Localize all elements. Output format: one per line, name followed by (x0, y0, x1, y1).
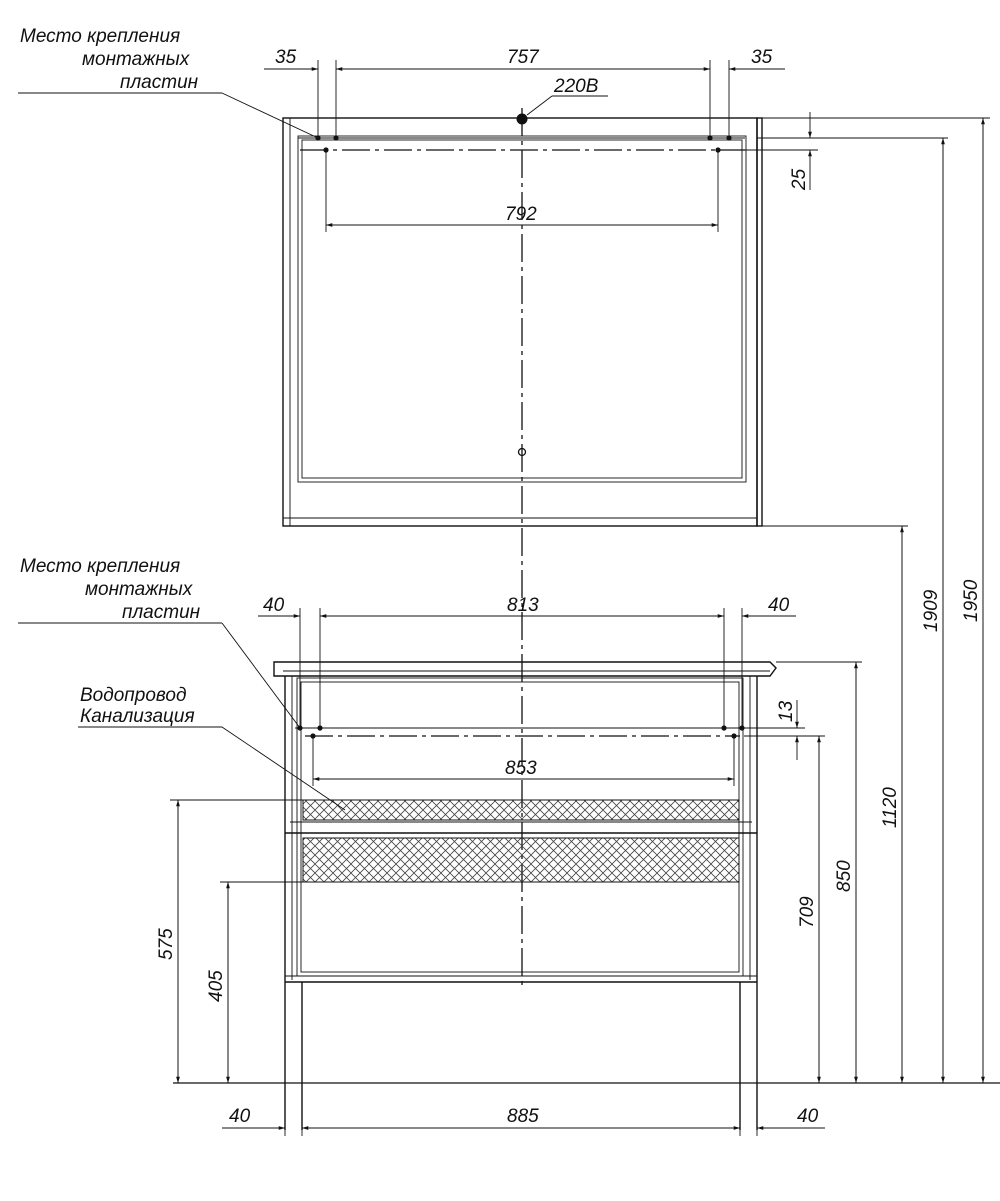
dim-height-total: 1950 (961, 579, 982, 622)
dim-base-left: 40 (229, 1106, 251, 1127)
dim-mirror-mount-drop: 25 (789, 168, 810, 191)
dim-cabinet-left: 40 (263, 595, 285, 616)
callout-mirror-mount: Место крепления монтажных пластин (18, 26, 319, 139)
dim-height-sewer: 405 (206, 970, 227, 1002)
dim-mirror-right: 35 (751, 47, 773, 68)
callout-water: Водопровод (80, 685, 186, 706)
dim-mirror-width: 757 (507, 47, 540, 68)
height-dims-left: 575 405 (156, 799, 303, 1083)
callout-cabinet-mount-line2: монтажных (85, 579, 194, 600)
dim-base-right: 40 (797, 1106, 819, 1127)
callout-mirror-mount-line2: монтажных (82, 49, 191, 70)
dim-mirror-mount-span: 792 (505, 204, 537, 225)
dim-cabinet-width: 813 (507, 595, 539, 616)
power-outlet: 220В (516, 76, 608, 457)
callout-cabinet-mount: Место крепления монтажных пластин (18, 556, 301, 729)
dim-height-mirror-bottom: 1120 (880, 787, 901, 828)
cabinet-mount-points (295, 725, 745, 739)
base-width-dims: 40 885 40 (222, 1083, 825, 1136)
dim-height-water: 575 (156, 928, 177, 960)
callout-cabinet-mount-line3: пластин (122, 602, 201, 623)
dim-cabinet-mount-drop: 13 (776, 700, 797, 722)
mirror-mount-span-dim: 792 (325, 150, 719, 232)
dim-mirror-left: 35 (275, 47, 297, 68)
dim-height-cabinet-top: 850 (834, 860, 855, 892)
dim-height-cabinet-mount: 709 (797, 896, 818, 928)
callout-cabinet-mount-line1: Место крепления (20, 556, 180, 577)
dim-base-width: 885 (507, 1106, 539, 1127)
cabinet (273, 661, 777, 1130)
callout-plumbing: Водопровод Канализация (78, 685, 346, 811)
power-label: 220В (553, 76, 599, 97)
callout-mirror-mount-line3: пластин (120, 72, 199, 93)
mirror-width-dims: 35 757 35 (264, 47, 785, 138)
height-dims-right: 1950 1909 1120 850 709 (762, 117, 990, 1083)
dim-height-mirror-mount: 1909 (921, 589, 942, 632)
callout-mirror-mount-line1: Место крепления (20, 26, 180, 47)
dim-cabinet-right: 40 (768, 595, 790, 616)
mirror-mount-drop-dim: 25 (720, 112, 818, 191)
callout-sewer: Канализация (80, 706, 195, 727)
plumbing-zones (302, 799, 740, 883)
cabinet-mount-span-dim: 853 (312, 736, 735, 786)
dim-cabinet-mount-span: 853 (505, 758, 537, 779)
cabinet-width-dims: 40 813 40 (258, 595, 796, 728)
cabinet-mount-drop-dim: 13 (744, 700, 825, 760)
